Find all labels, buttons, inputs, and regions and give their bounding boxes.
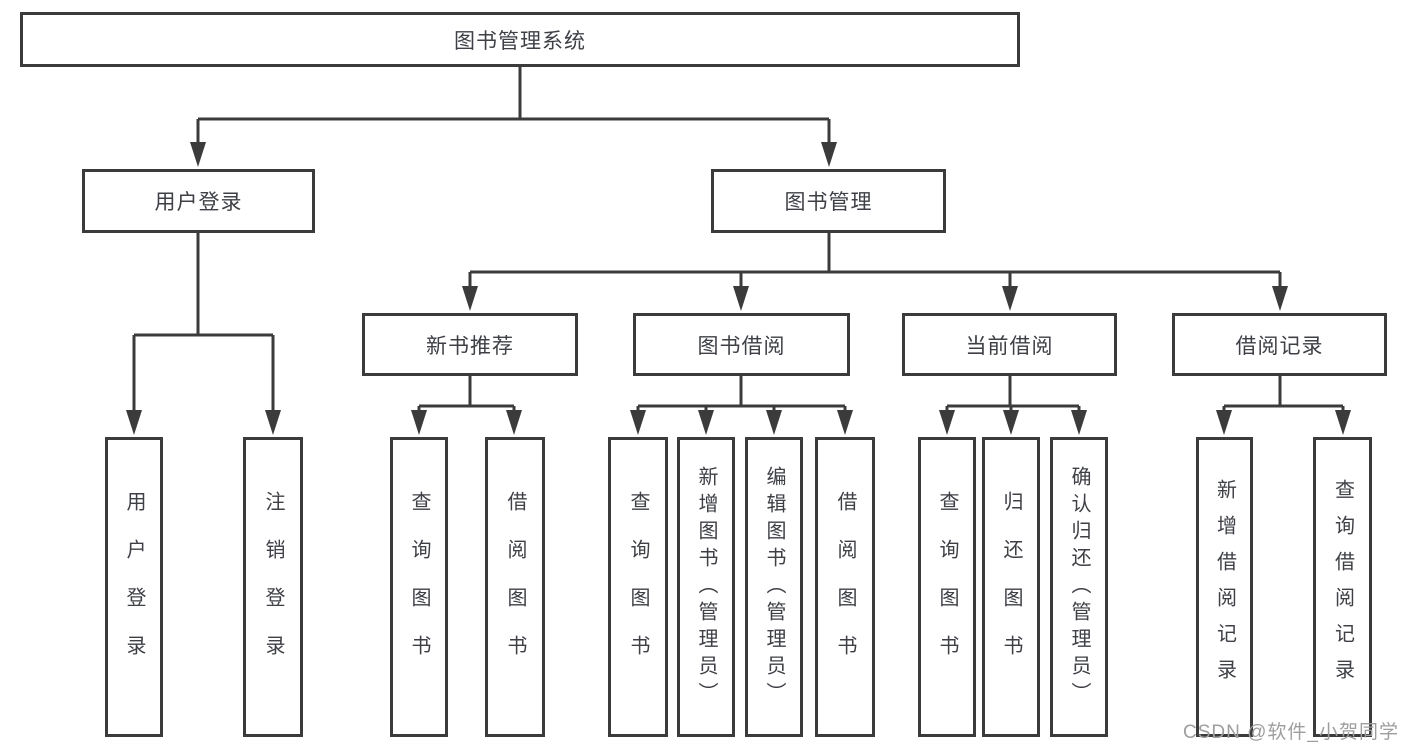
node-book-borrow: 图书借阅 bbox=[633, 313, 850, 376]
connector-bookmgmt-to-level3 bbox=[468, 233, 1282, 295]
arrowhead bbox=[265, 410, 281, 435]
leaf-add-borrow-record: 新增借阅记录 bbox=[1196, 437, 1253, 737]
leaf-add-borrow-record-label: 新增借阅记录 bbox=[1213, 479, 1236, 695]
leaf-query-books-2-label: 查询图书 bbox=[627, 491, 649, 683]
leaf-query-books-1-label: 查询图书 bbox=[408, 491, 430, 683]
arrowhead bbox=[1002, 286, 1018, 311]
node-book-management-label: 图书管理 bbox=[784, 191, 873, 214]
leaf-borrow-books-2-label: 借阅图书 bbox=[834, 491, 856, 683]
leaf-borrow-books-1: 借阅图书 bbox=[485, 437, 545, 737]
arrowhead bbox=[1335, 410, 1351, 435]
connector-root-to-level2 bbox=[196, 67, 831, 150]
arrowhead bbox=[698, 410, 714, 435]
arrowhead bbox=[411, 410, 427, 435]
node-current-borrow: 当前借阅 bbox=[902, 313, 1117, 376]
arrowhead bbox=[766, 410, 782, 435]
arrowheads bbox=[126, 142, 1351, 435]
leaf-query-books-3-label: 查询图书 bbox=[936, 491, 958, 683]
arrowhead bbox=[506, 410, 522, 435]
node-borrow-records: 借阅记录 bbox=[1172, 313, 1387, 376]
leaf-query-borrow-record-label: 查询借阅记录 bbox=[1331, 479, 1354, 695]
leaf-borrow-books-2: 借阅图书 bbox=[815, 437, 875, 737]
leaf-query-borrow-record: 查询借阅记录 bbox=[1313, 437, 1372, 737]
connector-bookborrow-to-leaves bbox=[636, 376, 847, 420]
leaf-return-book-label: 归还图书 bbox=[1000, 491, 1022, 683]
node-book-borrow-label: 图书借阅 bbox=[697, 334, 786, 358]
leaf-confirm-return-admin-label: 确认归还（管理员） bbox=[1068, 465, 1090, 709]
node-new-book-recommend: 新书推荐 bbox=[362, 313, 578, 376]
leaf-user-login: 用户登录 bbox=[105, 437, 163, 737]
leaf-user-login-label: 用户登录 bbox=[123, 491, 145, 683]
connector-newbook-to-leaves bbox=[417, 376, 516, 420]
arrowhead bbox=[1216, 410, 1232, 435]
leaf-borrow-books-1-label: 借阅图书 bbox=[504, 491, 526, 683]
leaf-query-books-2: 查询图书 bbox=[608, 437, 668, 737]
node-new-book-recommend-label: 新书推荐 bbox=[426, 334, 514, 358]
leaf-edit-book-admin: 编辑图书（管理员） bbox=[745, 437, 803, 737]
node-root: 图书管理系统 bbox=[20, 12, 1020, 67]
arrowhead bbox=[462, 286, 478, 311]
connector-userlogin-to-leaves bbox=[132, 233, 275, 420]
arrowhead bbox=[939, 410, 955, 435]
leaf-add-book-admin-label: 新增图书（管理员） bbox=[695, 465, 717, 709]
arrowhead bbox=[1003, 410, 1019, 435]
watermark-text: CSDN @软件_小贺同学 bbox=[1183, 722, 1399, 743]
node-user-login-label: 用户登录 bbox=[154, 191, 243, 214]
arrowhead bbox=[1071, 410, 1087, 435]
node-borrow-records-label: 借阅记录 bbox=[1235, 334, 1324, 358]
leaf-logout: 注销登录 bbox=[243, 437, 303, 737]
arrowhead bbox=[821, 142, 837, 167]
leaf-edit-book-admin-label: 编辑图书（管理员） bbox=[763, 465, 785, 709]
node-book-management: 图书管理 bbox=[711, 169, 946, 233]
leaf-query-books-3: 查询图书 bbox=[918, 437, 976, 737]
arrowhead bbox=[126, 410, 142, 435]
leaf-query-books-1: 查询图书 bbox=[390, 437, 448, 737]
arrowhead bbox=[630, 410, 646, 435]
node-root-label: 图书管理系统 bbox=[454, 29, 586, 53]
arrowhead bbox=[837, 410, 853, 435]
leaf-logout-label: 注销登录 bbox=[262, 491, 284, 683]
leaf-add-book-admin: 新增图书（管理员） bbox=[677, 437, 735, 737]
node-user-login: 用户登录 bbox=[82, 169, 315, 233]
arrowhead bbox=[733, 286, 749, 311]
leaf-return-book: 归还图书 bbox=[982, 437, 1040, 737]
connector-borrowrecords-to-leaves bbox=[1222, 376, 1345, 420]
leaf-confirm-return-admin: 确认归还（管理员） bbox=[1050, 437, 1108, 737]
arrowhead bbox=[190, 142, 206, 167]
node-current-borrow-label: 当前借阅 bbox=[965, 334, 1054, 358]
arrowhead bbox=[1272, 286, 1288, 311]
